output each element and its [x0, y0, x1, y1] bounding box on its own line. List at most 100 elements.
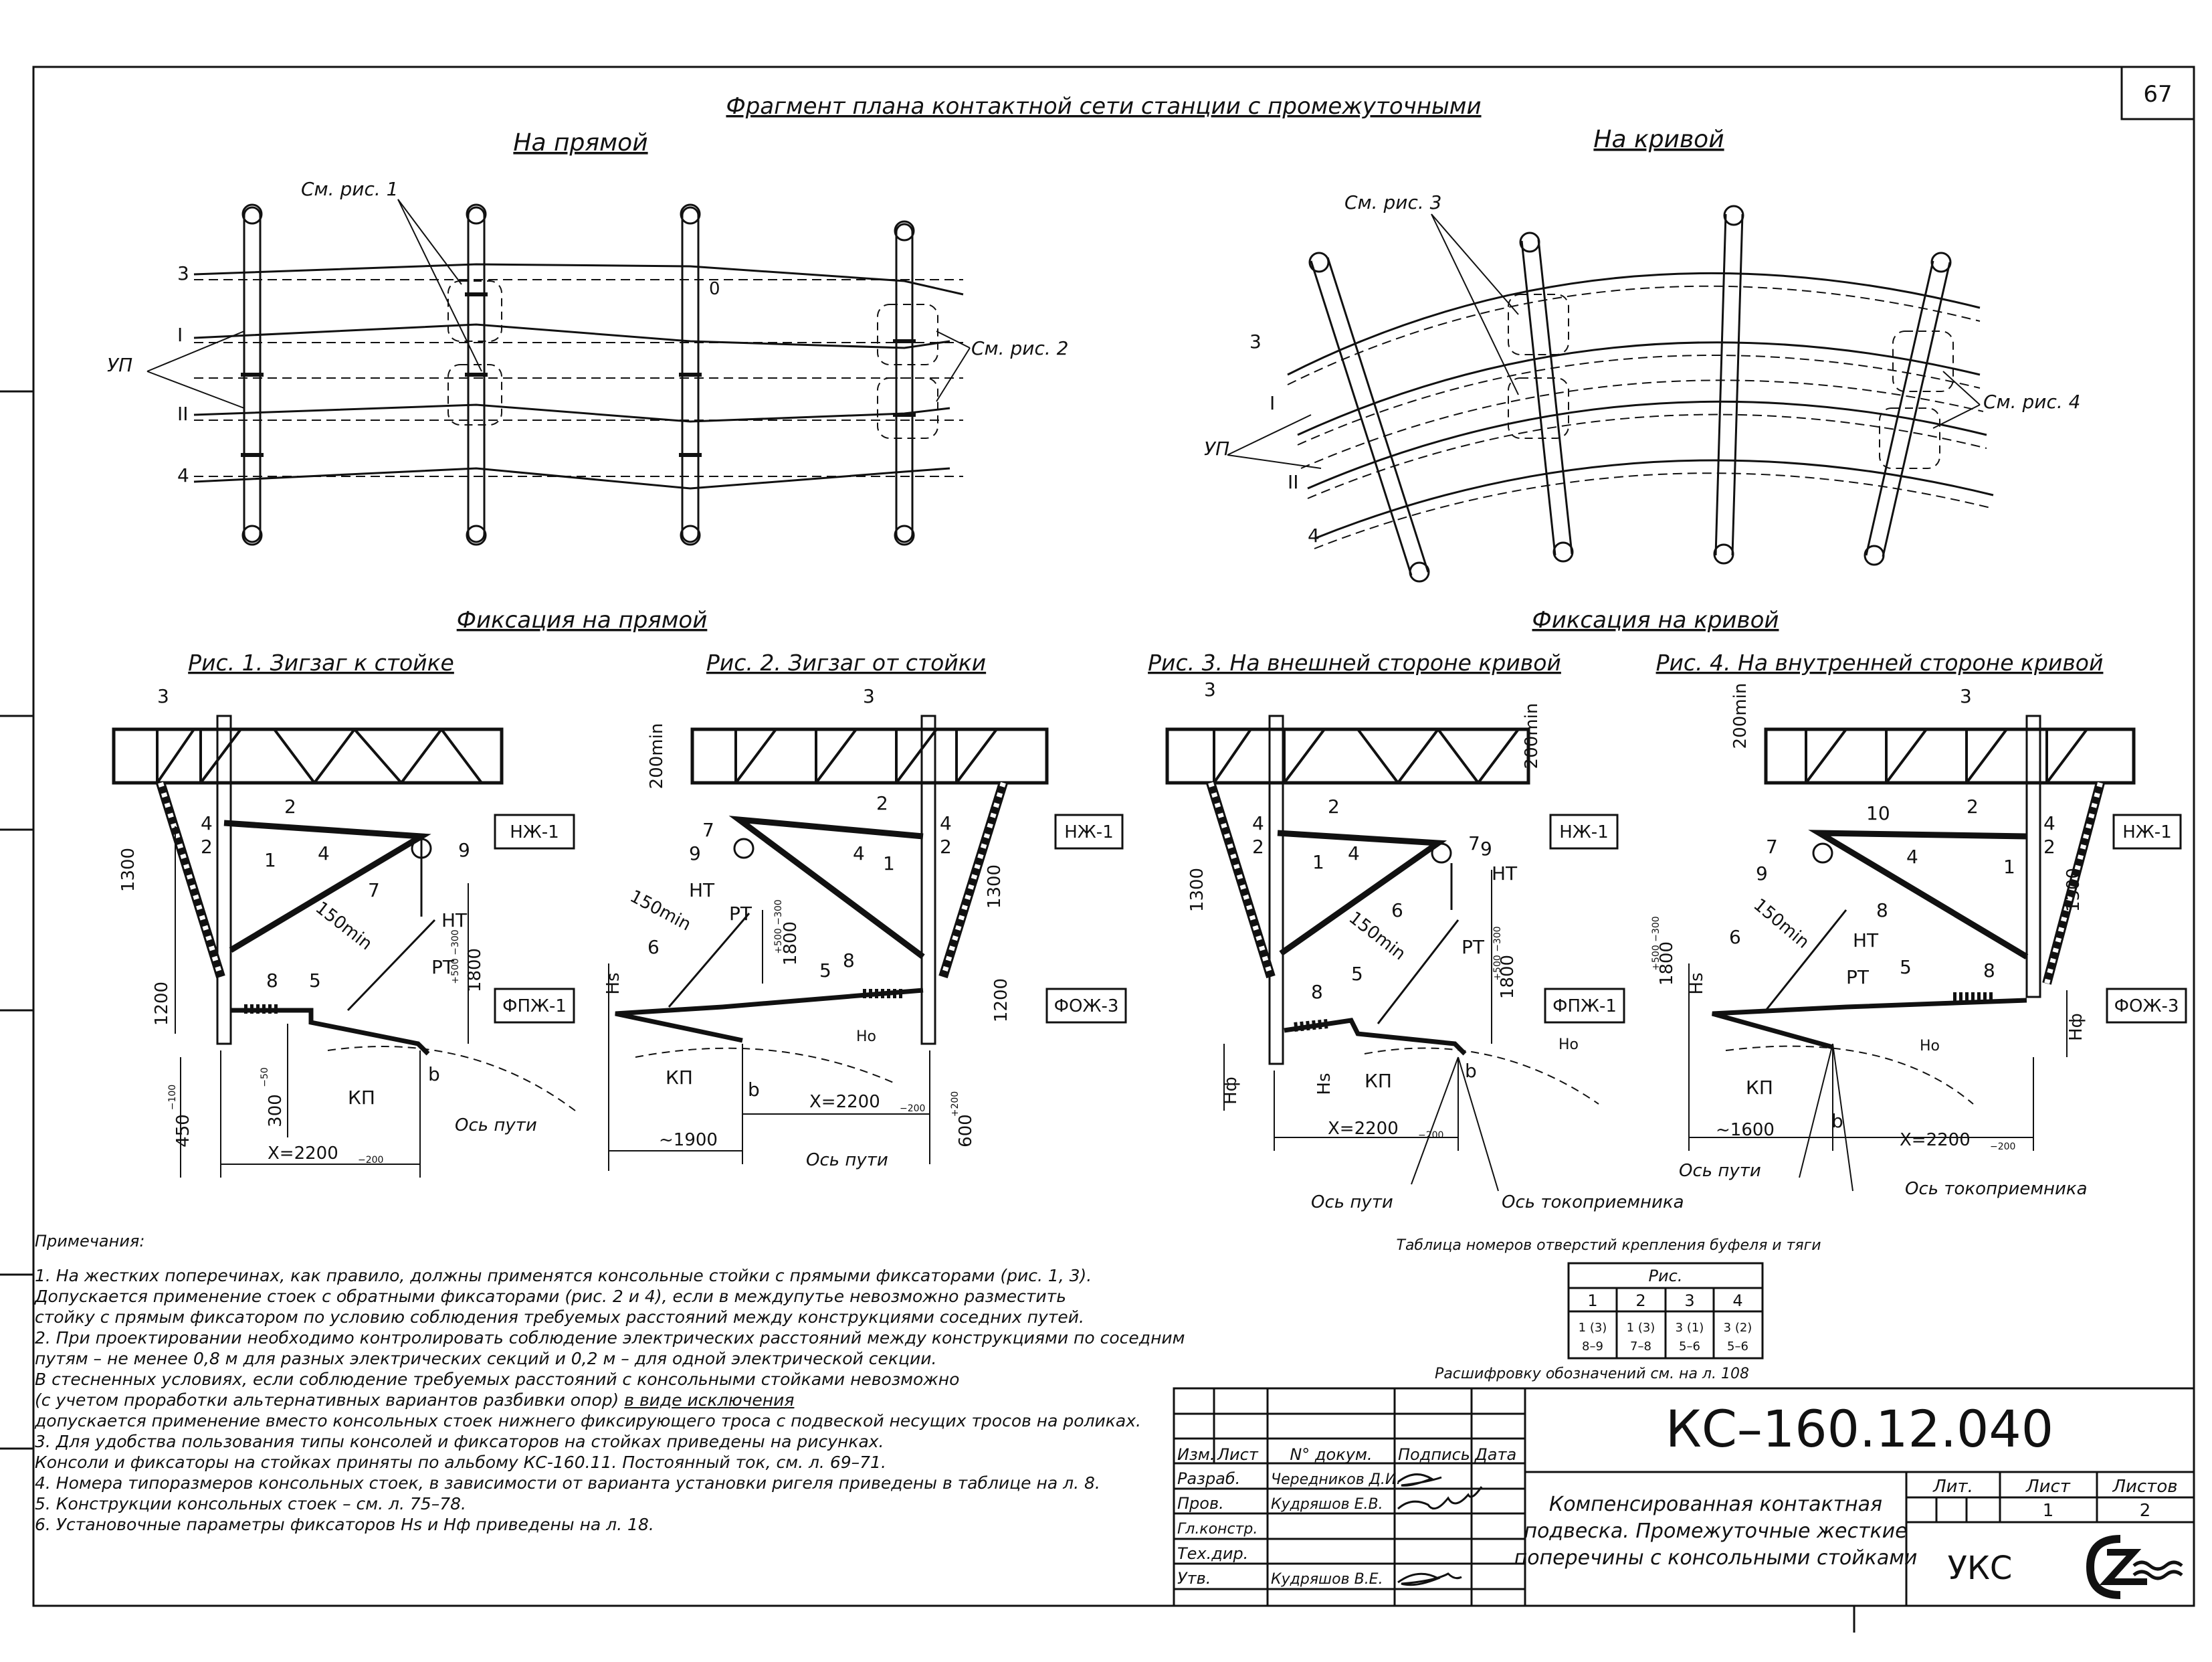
fig4-lbl-ho: Но	[1920, 1038, 1940, 1054]
fig1-fpzh1-label: ФПЖ-1	[502, 996, 567, 1016]
fig4-nzh1-box	[2112, 814, 2182, 850]
fig1-truss	[112, 727, 504, 785]
fig3	[1165, 715, 1599, 1192]
plan-title: Фрагмент плана контактной сети станции с…	[726, 93, 1481, 120]
stamp-title-l1: Компенсированная контактная	[1549, 1493, 1882, 1516]
signature-marks	[1397, 1473, 1483, 1586]
plan-curve-up-label: УП	[1204, 438, 1229, 460]
fig1-dim-1200: 1200	[152, 982, 172, 1026]
edge-ticks	[0, 390, 1855, 1633]
page-number-box	[2120, 66, 2195, 120]
fig2-num-4b: 4	[853, 842, 865, 864]
stamp-col-list: Лист	[1217, 1445, 1259, 1464]
fig2-nzh1-label: НЖ-1	[1064, 822, 1113, 842]
fig1-lbl-b: b	[428, 1063, 440, 1085]
plan-curve-label: На кривой	[1593, 126, 1724, 153]
stamp-code: КС–160.12.040	[1666, 1399, 2053, 1459]
fixation-straight-title: Фиксация на прямой	[457, 607, 708, 634]
fig4-nzh1-label: НЖ-1	[2122, 822, 2171, 842]
fig4-axis-pantograph: Ось токоприемника	[1905, 1179, 2088, 1199]
fig1-dim-300-tol: −50	[260, 1067, 270, 1087]
fig2-dim-200: 200min	[647, 723, 667, 790]
fig1-axis-track: Ось пути	[455, 1115, 537, 1135]
plan-curve-track-II: II	[1288, 471, 1299, 493]
fig3-num-4b: 4	[1348, 842, 1360, 864]
stamp-col-sign: Подпись	[1398, 1445, 1470, 1464]
fig2-dim-1300: 1300	[985, 864, 1005, 909]
note-line-7b: в виде исключения	[624, 1390, 795, 1410]
fig2-dim-x: X=2200	[809, 1092, 880, 1112]
fig2-lbl-nt: НТ	[689, 879, 715, 901]
fig2-title: Рис. 2. Зигзаг от стойки	[706, 650, 986, 676]
plan-ref-fig1: См. рис. 1	[301, 178, 398, 200]
fig3-num-2b: 2	[1252, 836, 1264, 858]
table-r1-c3: 3 (1)	[1676, 1321, 1704, 1335]
note-line-10: Консоли и фиксаторы на стойках приняты п…	[35, 1453, 886, 1472]
plan-ref-fig3: См. рис. 3	[1344, 191, 1441, 213]
fig3-dim-200: 200min	[1522, 703, 1542, 769]
fig3-fpzh1-label: ФПЖ-1	[1552, 996, 1617, 1016]
note-line-12: 5. Конструкции консольных стоек – см. л.…	[35, 1494, 466, 1513]
fig4-num-1: 1	[2003, 856, 2015, 878]
fig3-fpzh1-box	[1544, 988, 1625, 1024]
fig2-num-4a: 4	[940, 812, 952, 834]
fig3-lbl-kp: КП	[1365, 1070, 1392, 1092]
fig1-num-7: 7	[368, 879, 380, 901]
table-r1-c4: 3 (2)	[1724, 1321, 1752, 1335]
fig4-dim-1300: 1300	[2064, 868, 2084, 912]
note-line-1: 1. На жестких поперечинах, как правило, …	[35, 1266, 1092, 1285]
fig2-dim-x-tol: −200	[900, 1103, 925, 1114]
fig2-axis-track: Ось пути	[806, 1150, 888, 1170]
stamp-col-date: Дата	[1474, 1445, 1516, 1464]
table-r2-c4: 5–6	[1727, 1340, 1748, 1354]
fig4-num-3: 3	[1960, 685, 1972, 707]
stamp-sheet-header: Лист	[2025, 1477, 2071, 1497]
table-col-2: 2	[1635, 1291, 1645, 1310]
fig1-num-8: 8	[266, 970, 278, 992]
notes-heading: Примечания:	[35, 1232, 145, 1251]
fig2-num-5: 5	[819, 959, 831, 982]
fig4-lbl-nt: НТ	[1853, 929, 1879, 951]
fig1-num-1: 1	[264, 849, 276, 871]
stamp-r4-role: Тех.дир.	[1177, 1544, 1248, 1563]
fig1-dim-450-tol: −100	[167, 1085, 178, 1110]
note-line-11: 4. Номера типоразмеров консольных стоек,…	[35, 1473, 1100, 1493]
fig4-num-6: 6	[1729, 926, 1741, 948]
stamp-r3-role: Гл.констр.	[1177, 1521, 1258, 1538]
fig1-dim-1300: 1300	[118, 848, 138, 892]
plan-straight-crossarms	[241, 292, 916, 457]
fig4-truss	[1764, 727, 2136, 785]
fig1-lbl-kp: КП	[348, 1087, 375, 1109]
fig2-num-7: 7	[702, 819, 714, 841]
fig1-num-2b: 2	[201, 836, 213, 858]
fig4-dim-1800: 1800	[1657, 941, 1677, 986]
fig4-num-4a: 4	[2043, 812, 2055, 834]
fig1-dim-450: 450	[173, 1114, 193, 1147]
stamp-sheets-value: 2	[2140, 1501, 2151, 1521]
fig1-num-3: 3	[157, 685, 169, 707]
table-col-3: 3	[1684, 1291, 1694, 1310]
fig1-title: Рис. 1. Зигзаг к стойке	[188, 650, 454, 676]
fig2-lbl-hs: Hs	[603, 972, 623, 994]
plan-straight-poles	[241, 203, 915, 546]
fig2-dim-1800: 1800	[781, 921, 801, 965]
fig2-num-2b: 2	[940, 836, 952, 858]
fig3-dim-x: X=2200	[1328, 1119, 1399, 1139]
fig4-num-7: 7	[1766, 836, 1778, 858]
fig4	[1688, 715, 2136, 1192]
table-footnote: Расшифровку обозначений см. на л. 108	[1435, 1366, 1749, 1382]
fig4-num-8a: 8	[1876, 899, 1888, 921]
note-line-6: В стесненных условиях, если соблюдение т…	[35, 1370, 960, 1389]
fig3-num-3: 3	[1204, 678, 1216, 701]
plan-track-3: 3	[177, 262, 189, 284]
fig4-lbl-rt: РТ	[1846, 966, 1870, 988]
table-r1-c2: 1 (3)	[1627, 1321, 1655, 1335]
fig2-dim-1200: 1200	[991, 978, 1011, 1022]
fig3-lbl-b: b	[1465, 1060, 1477, 1082]
fig2-lbl-ho: Но	[856, 1028, 876, 1045]
fig3-axis-track: Ось пути	[1311, 1192, 1393, 1212]
fig4-num-9: 9	[1756, 862, 1768, 885]
plan-straight-leaders	[146, 199, 971, 409]
fig2-truss	[690, 727, 1049, 785]
fig2-num-1: 1	[883, 852, 895, 874]
